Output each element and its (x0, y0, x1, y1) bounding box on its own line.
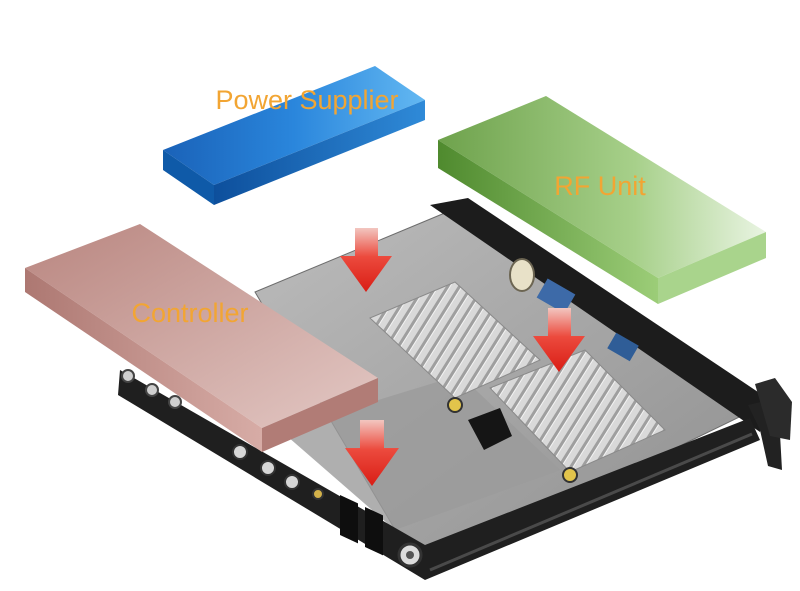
insert-arrow-controller (345, 420, 399, 486)
controller-front-face (25, 268, 262, 452)
controller-module: Controller (25, 224, 378, 452)
cable-clip (468, 408, 512, 450)
interface-board (536, 278, 576, 314)
rf-unit-left-face (438, 140, 658, 304)
power-supplier-module: Power Supplier (163, 66, 425, 205)
chassis-front-wall (118, 370, 760, 580)
rf-unit-right-face (658, 232, 766, 304)
controller-side-face (262, 378, 378, 452)
power-supplier-top (163, 66, 425, 185)
chassis-back-wall (430, 198, 770, 432)
power-supplier-front (163, 150, 214, 205)
controller-label: Controller (131, 298, 248, 328)
controller-top (25, 224, 378, 428)
rf-unit-label: RF Unit (554, 171, 646, 201)
insert-arrow-power (340, 228, 392, 292)
rf-unit-top (438, 96, 766, 278)
power-supplier-side (214, 100, 425, 205)
insert-arrow-rf (533, 308, 585, 372)
chassis-handle-front (755, 378, 792, 440)
front-connectors (121, 369, 423, 568)
rf-unit-module: RF Unit (438, 96, 766, 304)
heatsink-upper (369, 281, 541, 399)
battery-cell (509, 258, 535, 292)
vent-grille (340, 495, 383, 556)
power-supplier-label: Power Supplier (215, 85, 398, 115)
